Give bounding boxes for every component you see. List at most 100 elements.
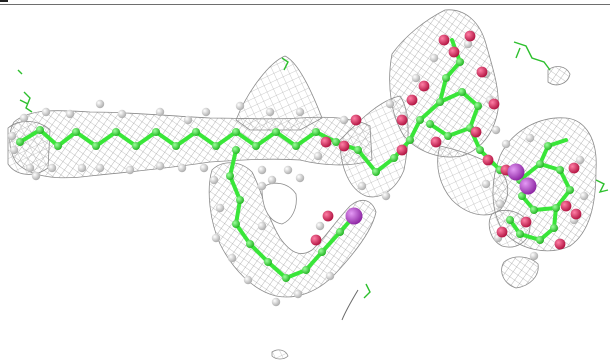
oxygen-atom bbox=[396, 144, 408, 156]
hydrogen-atom bbox=[429, 53, 439, 63]
hydrogen-atom bbox=[295, 107, 305, 117]
stray-fragment-left-top bbox=[17, 69, 23, 75]
carbon-atom bbox=[92, 142, 100, 150]
hydrogen-atom bbox=[295, 173, 305, 183]
mesh-upper-peak bbox=[235, 55, 323, 131]
carbon-atom bbox=[318, 248, 326, 256]
top-border-line bbox=[0, 4, 610, 5]
oxygen-atom bbox=[320, 136, 332, 148]
oxygen-atom bbox=[310, 234, 322, 246]
hydrogen-atom bbox=[579, 191, 589, 201]
carbon-atom bbox=[536, 160, 544, 168]
oxygen-atom bbox=[406, 94, 418, 106]
hydrogen-atom bbox=[77, 163, 87, 173]
carbon-atom bbox=[226, 172, 234, 180]
carbon-atom bbox=[272, 128, 280, 136]
stray-fragment-left bbox=[19, 91, 33, 113]
hydrogen-atom bbox=[257, 221, 267, 231]
hydrogen-atom bbox=[215, 203, 225, 213]
hydrogen-atom bbox=[463, 39, 473, 49]
hydrogen-atom bbox=[177, 163, 187, 173]
carbon-atom bbox=[442, 74, 450, 82]
stray-mesh-bottom bbox=[341, 289, 359, 321]
mesh-central-link bbox=[339, 95, 409, 198]
hydrogen-atom bbox=[313, 151, 323, 161]
hydrogen-atom bbox=[199, 163, 209, 173]
carbon-atom bbox=[264, 258, 272, 266]
oxygen-atom bbox=[554, 238, 566, 250]
hydrogen-atom bbox=[265, 107, 275, 117]
hydrogen-atom bbox=[481, 179, 491, 189]
carbon-atom bbox=[550, 224, 558, 232]
hydrogen-atom bbox=[155, 107, 165, 117]
oxygen-atom bbox=[396, 114, 408, 126]
oxygen-atom bbox=[570, 208, 582, 220]
stray-density-fragments bbox=[17, 41, 609, 299]
carbon-atom bbox=[544, 142, 552, 150]
hydrogen-atom bbox=[7, 131, 17, 141]
carbon-atom bbox=[530, 206, 538, 214]
oxygen-atom bbox=[560, 200, 572, 212]
carbon-atom bbox=[518, 192, 526, 200]
hydrogen-atom bbox=[201, 107, 211, 117]
hydrogen-atom bbox=[529, 251, 539, 261]
carbon-atom bbox=[212, 142, 220, 150]
carbon-atom bbox=[132, 142, 140, 150]
hydrogen-atom bbox=[357, 181, 367, 191]
hydrogen-atom bbox=[243, 275, 253, 285]
hydrogen-atom bbox=[315, 221, 325, 231]
mesh-fragment-tiny bbox=[271, 349, 289, 360]
carbon-atom bbox=[36, 126, 44, 134]
hydrogen-atom bbox=[31, 171, 41, 181]
carbon-atom bbox=[406, 136, 414, 144]
carbon-atom bbox=[476, 146, 484, 154]
carbon-atom bbox=[246, 240, 254, 248]
oxygen-atom bbox=[338, 140, 350, 152]
hydrogen-atom bbox=[95, 163, 105, 173]
oxygen-atom bbox=[322, 210, 334, 222]
oxygen-atom bbox=[470, 126, 482, 138]
carbon-atom bbox=[444, 132, 452, 140]
carbon-atom bbox=[336, 228, 344, 236]
hydrogen-atom bbox=[95, 99, 105, 109]
stray-fragment-peak bbox=[281, 57, 289, 71]
carbon-atom bbox=[416, 116, 424, 124]
stray-fragment-bottom bbox=[363, 283, 371, 299]
carbon-atom bbox=[152, 128, 160, 136]
phosphorus-atom bbox=[507, 163, 525, 181]
oxygen-atom bbox=[418, 80, 430, 92]
hydrogen-atom bbox=[211, 233, 221, 243]
hydrogen-atom bbox=[411, 73, 421, 83]
hydrogen-atom bbox=[495, 199, 505, 209]
carbon-atom bbox=[252, 142, 260, 150]
hydrogen-atom bbox=[183, 115, 193, 125]
carbon-atom bbox=[236, 196, 244, 204]
carbon-atom bbox=[112, 128, 120, 136]
hydrogen-atom bbox=[385, 99, 395, 109]
density-mesh bbox=[7, 9, 597, 360]
phosphorus-atom bbox=[519, 177, 537, 195]
hydrogen-atom bbox=[491, 125, 501, 135]
carbon-atom bbox=[16, 138, 24, 146]
carbon-atom bbox=[516, 230, 524, 238]
hydrogen-atom bbox=[293, 289, 303, 299]
carbon-atom bbox=[54, 142, 62, 150]
oxygen-atom bbox=[464, 30, 476, 42]
hydrogen-atom bbox=[575, 155, 585, 165]
hydrogen-atom bbox=[155, 161, 165, 171]
carbon-atom bbox=[390, 154, 398, 162]
hydrogen-atom bbox=[325, 271, 335, 281]
hydrogen-atom bbox=[125, 165, 135, 175]
hydrogen-atom bbox=[117, 109, 127, 119]
carbon-atom bbox=[426, 120, 434, 128]
carbon-atom bbox=[458, 88, 466, 96]
hydrogen-atom bbox=[271, 297, 281, 307]
oxygen-atom bbox=[482, 154, 494, 166]
carbon-atom bbox=[552, 204, 560, 212]
oxygen-atom bbox=[448, 46, 460, 58]
oxygen-atom bbox=[476, 66, 488, 78]
stray-fragment-far-right bbox=[595, 179, 609, 194]
carbon-atom bbox=[232, 220, 240, 228]
carbon-atom bbox=[372, 168, 380, 176]
